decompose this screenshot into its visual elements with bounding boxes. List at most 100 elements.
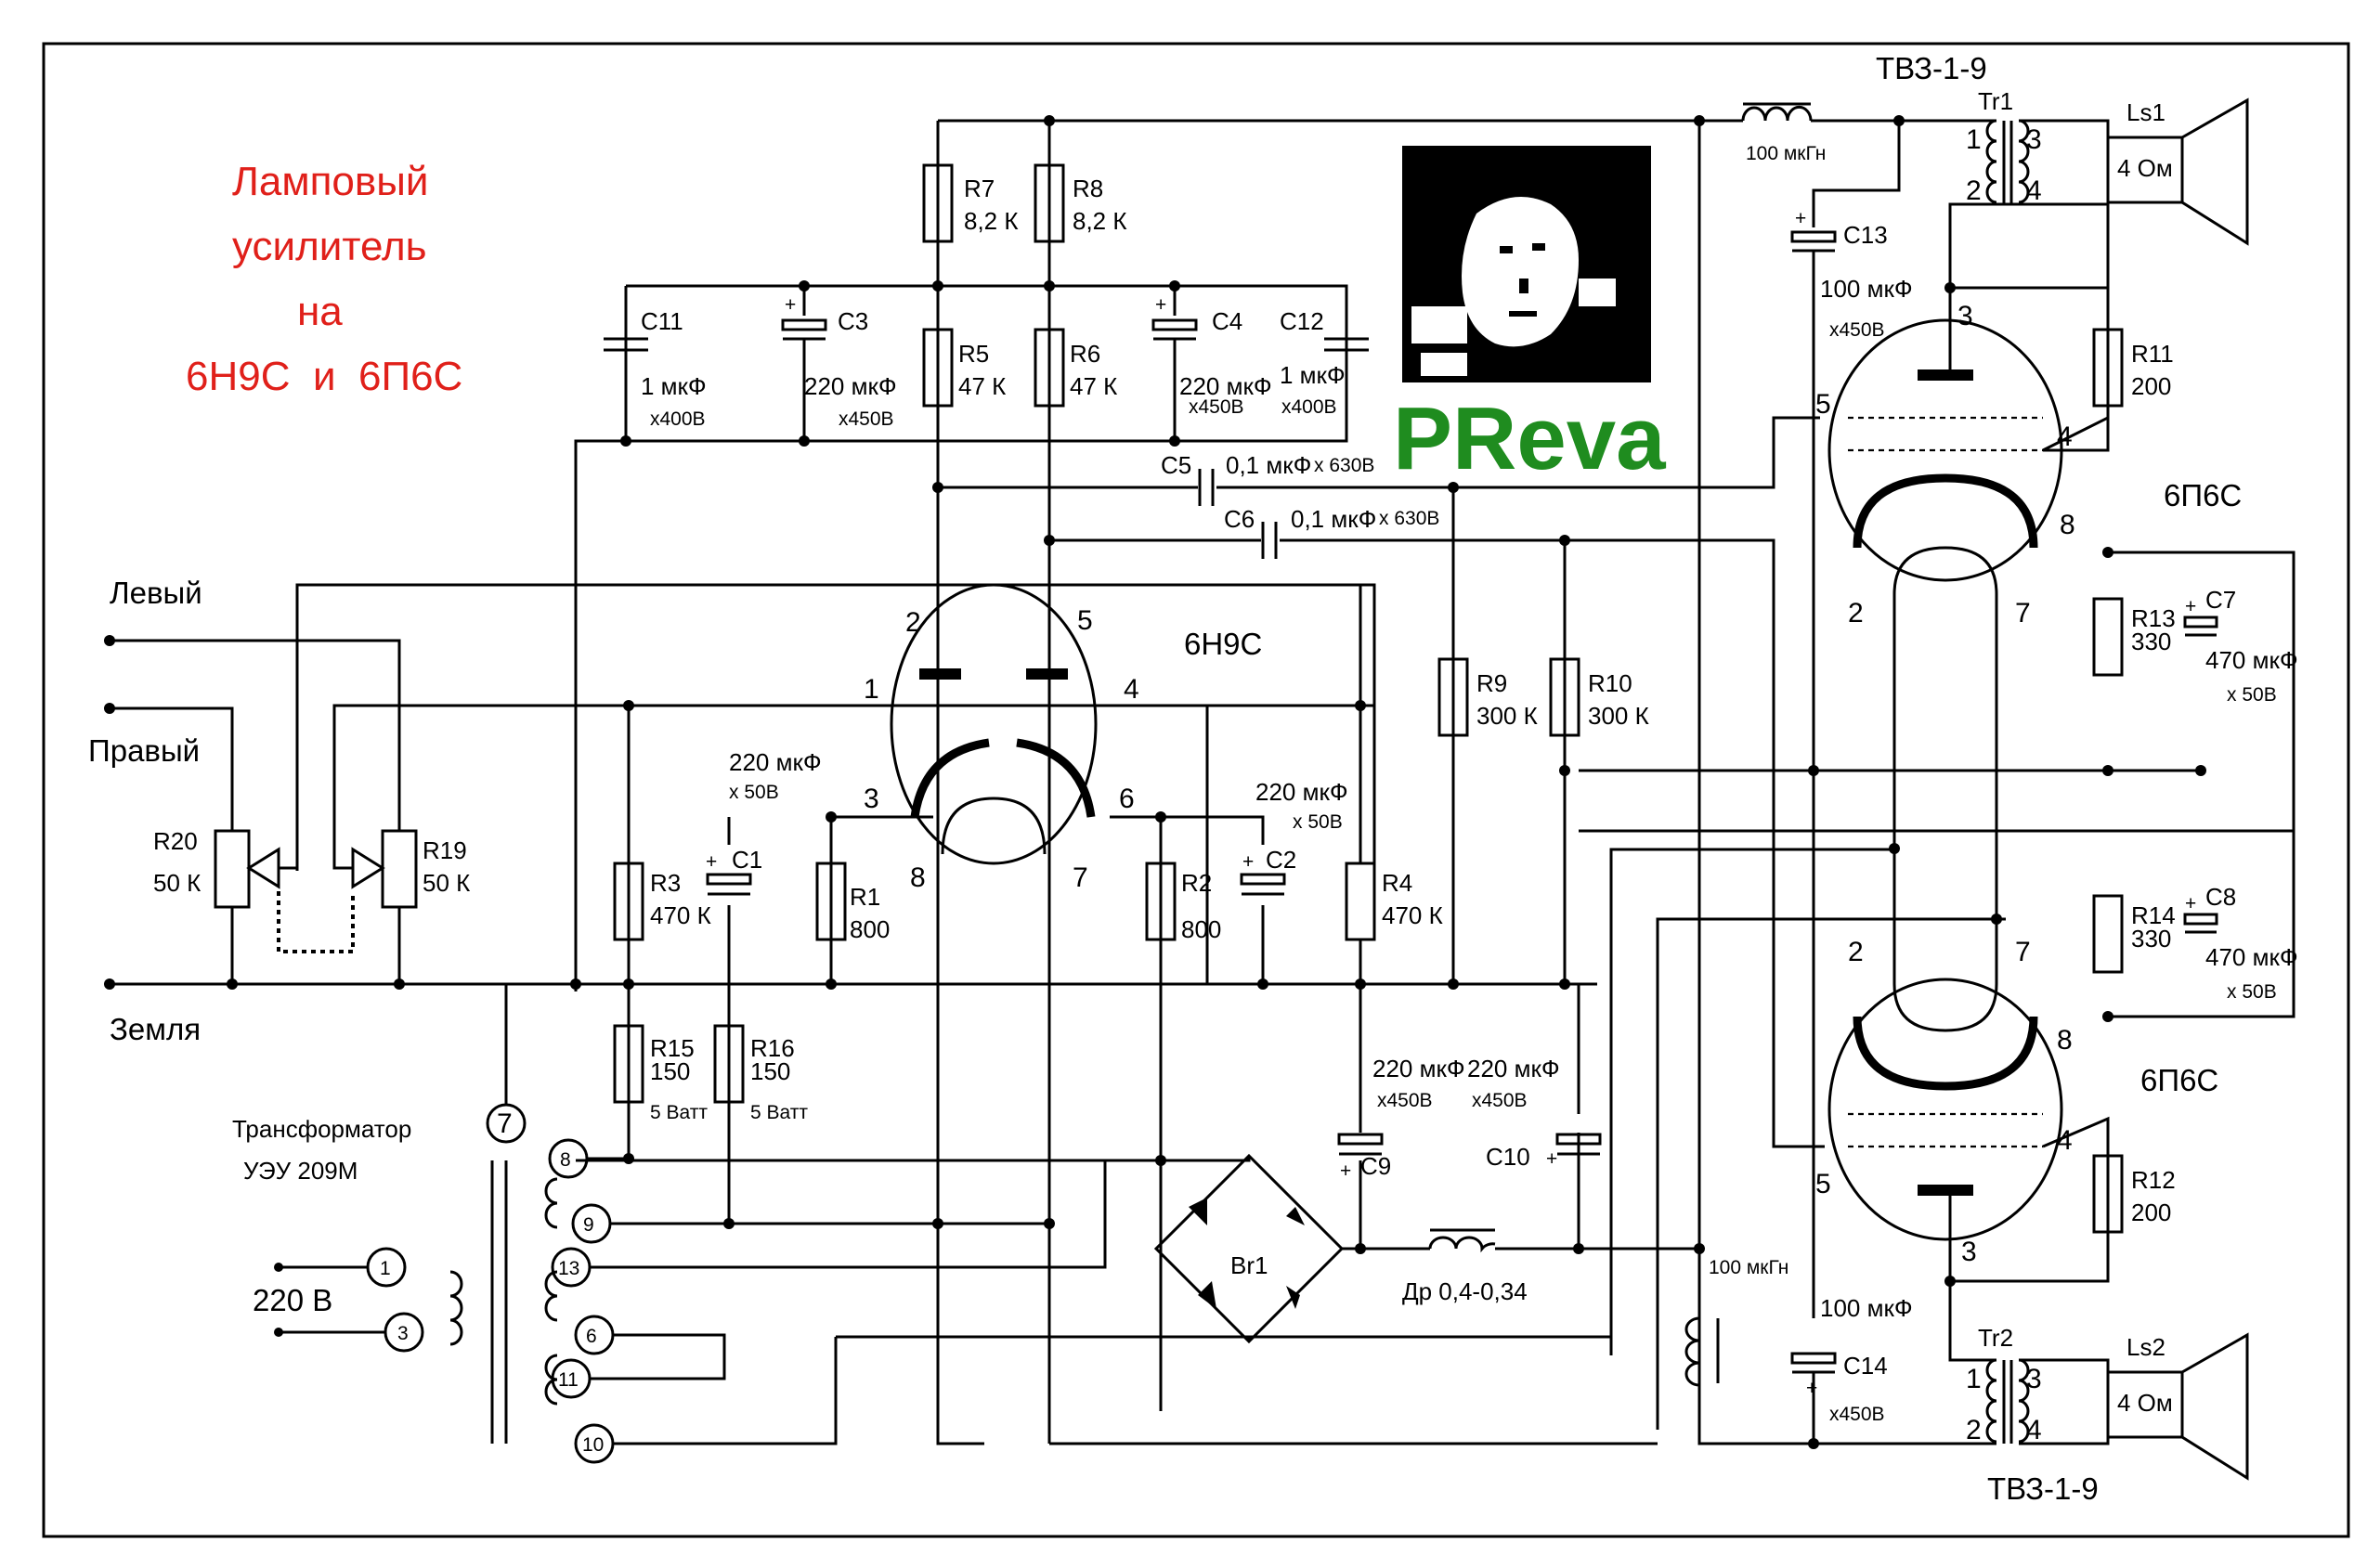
pin-label: 8 (2057, 1025, 2073, 1056)
tr1-ref: Tr1 (1978, 87, 2013, 115)
c4-voltage: x450В (1189, 396, 1244, 418)
pin-label: 7 (1073, 862, 1088, 893)
capacitor-C8: + C8 470 мкФ x 50В (2183, 883, 2298, 1003)
c8-plus: + (2185, 893, 2196, 914)
r1-ref: R1 (850, 883, 880, 911)
capacitor-C4: + C4 220 мкФ x450В (1151, 286, 1272, 441)
r5-value: 47 К (958, 372, 1006, 400)
pin-label: 4 (2026, 1415, 2042, 1445)
resistor-R12: R12 200 (2092, 1154, 2176, 1234)
c9-value: 220 мкФ (1372, 1055, 1465, 1082)
r3-ref: R3 (650, 869, 681, 897)
inductor-bottom-label: 100 мкГн (1709, 1257, 1788, 1278)
pin-label: 1 (1966, 124, 1982, 155)
c14-ref: C14 (1843, 1352, 1888, 1380)
c4-ref: C4 (1212, 307, 1242, 335)
capacitor-C10: + C10 220 мкФ x450В (1467, 1055, 1602, 1171)
c1-plus: + (706, 851, 717, 873)
c14-plus: + (1806, 1378, 1817, 1399)
capacitor-C14: + C14 100 мкФ x450В (1790, 1294, 1913, 1444)
c7-plus: + (2185, 596, 2196, 617)
c8-value: 470 мкФ (2205, 943, 2298, 971)
resistor-R11: R11 200 (1950, 286, 2174, 452)
ground-label: Земля (110, 1012, 201, 1046)
capacitor-C9: + C9 220 мкФ x450В (1337, 1055, 1465, 1182)
pin-label: 9 (583, 1214, 594, 1236)
c9-voltage: x450В (1377, 1090, 1433, 1111)
transformer-model: УЭУ 209М (243, 1157, 358, 1185)
pin-label: 3 (2026, 1364, 2042, 1394)
title-line-2: усилитель (232, 224, 427, 269)
r8-ref: R8 (1073, 175, 1103, 202)
c10-ref: C10 (1486, 1143, 1530, 1171)
resistor-R2: R2 800 (1145, 862, 1221, 943)
r13-ref: R13 (2131, 604, 2176, 632)
pin-label: 5 (1815, 389, 1831, 420)
schematic-title: Ламповый усилитель на 6Н9С и 6П6С (186, 159, 462, 399)
pin-label: 4 (1124, 674, 1139, 705)
logo-text: PReva (1393, 389, 1666, 488)
c2-plus: + (1242, 851, 1254, 873)
c11-ref: C11 (641, 307, 683, 335)
capacitor-C13: + C13 100 мкФ x450В (1790, 158, 1913, 1318)
r7-ref: R7 (964, 175, 995, 202)
pin-label: 5 (1815, 1169, 1831, 1199)
resistor-R1: R1 800 (815, 862, 890, 984)
pin-label: 5 (1077, 605, 1093, 636)
c7-value: 470 мкФ (2205, 646, 2298, 674)
choke-label: Др 0,4-0,34 (1402, 1277, 1528, 1305)
output-transformer-bottom: ТВЗ-1-9 Tr2 1 2 3 4 (1948, 1281, 2110, 1506)
pin-label: 13 (558, 1258, 579, 1279)
r6-ref: R6 (1070, 340, 1100, 368)
choke-inductor: Др 0,4-0,34 (1402, 1228, 1528, 1305)
mains-voltage: 220 В (253, 1283, 332, 1317)
c5-voltage: x 630В (1314, 455, 1374, 476)
pin-label: 11 (558, 1369, 579, 1391)
pin-label: 8 (2060, 510, 2075, 540)
pin-label: 8 (910, 862, 926, 893)
tube-6n9s-label: 6Н9С (1184, 627, 1262, 661)
pin-label: 4 (2026, 175, 2042, 206)
r13-value: 330 (2131, 628, 2171, 655)
c4-plus: + (1155, 294, 1166, 316)
resistor-R14: R14 330 (2092, 894, 2176, 974)
capacitor-C7: + C7 470 мкФ x 50В (2183, 586, 2298, 706)
r8-value: 8,2 К (1073, 207, 1127, 235)
r4-value: 470 К (1382, 901, 1443, 929)
c10-voltage: x450В (1472, 1090, 1528, 1111)
r12-ref: R12 (2131, 1166, 2176, 1194)
resistor-R9: R9 300 К (1437, 657, 1538, 737)
r14-value: 330 (2131, 925, 2171, 952)
r6-value: 47 К (1070, 372, 1117, 400)
c13-ref: C13 (1843, 221, 1888, 249)
tr2-model: ТВЗ-1-9 (1987, 1471, 2099, 1506)
c1-value: 220 мкФ (729, 748, 822, 776)
pin-label: 1 (864, 674, 879, 705)
tr2-ref: Tr2 (1978, 1324, 2013, 1352)
capacitor-C1: + C1 220 мкФ x 50В (706, 748, 822, 896)
r2-ref: R2 (1181, 869, 1212, 897)
bridge-label: Br1 (1230, 1251, 1268, 1279)
c8-voltage: x 50В (2227, 981, 2277, 1003)
r10-value: 300 К (1588, 702, 1649, 730)
c3-value: 220 мкФ (804, 372, 897, 400)
c6-value: 0,1 мкФ (1291, 505, 1376, 533)
c9-plus: + (1340, 1160, 1351, 1182)
pin-label: 2 (1966, 1415, 1982, 1445)
resistor-R4: R4 470 К (1345, 585, 1443, 984)
diagram-border (42, 42, 2350, 1538)
c11-voltage: x400В (650, 408, 706, 430)
c7-voltage: x 50В (2227, 684, 2277, 706)
c5-value: 0,1 мкФ (1226, 451, 1311, 479)
tube-6n9s: 6Н9С 2 5 1 4 3 6 8 7 (864, 583, 1262, 893)
capacitor-C12: C12 1 мкФ x400В (1280, 286, 1369, 441)
input-section: Левый Правый Земля R20 50 К R19 50 К (88, 576, 470, 1046)
r15-ref: R15 (650, 1034, 695, 1062)
pin-label: 6 (586, 1326, 597, 1347)
r20-value: 50 К (153, 869, 201, 897)
r16-note: 5 Ватт (750, 1102, 808, 1123)
c12-value: 1 мкФ (1280, 361, 1346, 389)
resistor-R13: R13 330 (2092, 597, 2176, 677)
r4-ref: R4 (1382, 869, 1412, 897)
